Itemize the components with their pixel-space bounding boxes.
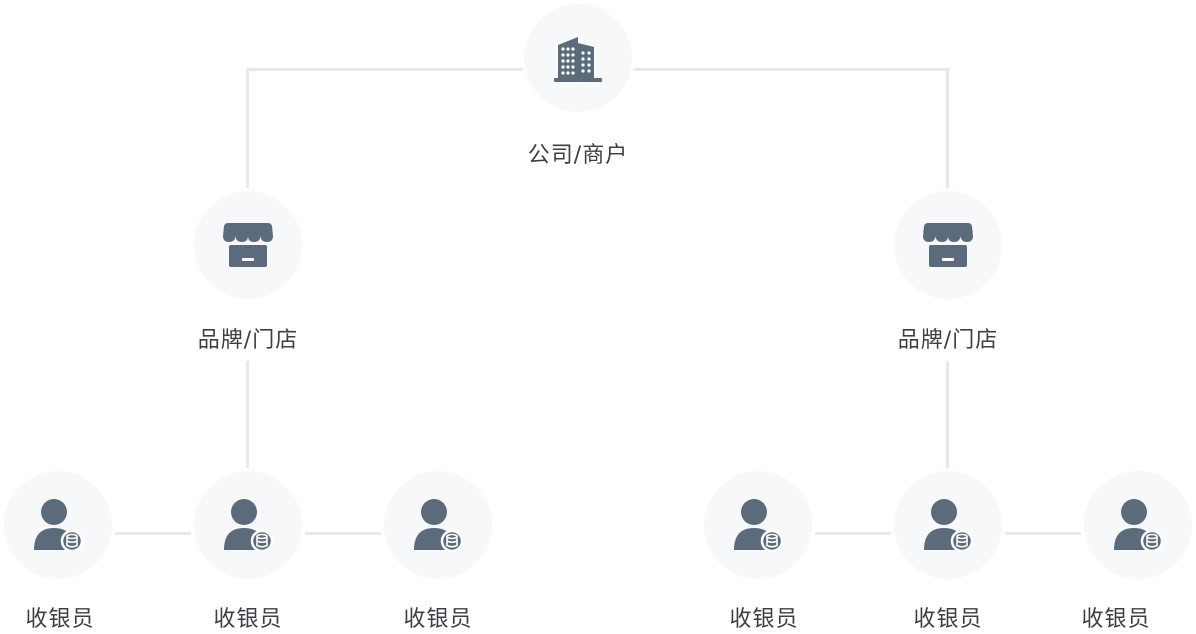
cashier-user-icon [222, 498, 274, 552]
company-label: 公司/商户 [527, 143, 629, 168]
store-label-right: 品牌/门店 [897, 328, 999, 353]
connector-cashier-row-1b [305, 532, 381, 535]
cashier-user-icon [32, 498, 84, 552]
connector-company-left-horizontal [246, 68, 523, 71]
cashier-label-4: 收银员 [729, 607, 799, 632]
company-node [524, 4, 632, 112]
connector-cashier-row-2b [1005, 532, 1081, 535]
cashier-label-2: 收银员 [213, 607, 283, 632]
store-node-left [194, 191, 302, 299]
store-label-left: 品牌/门店 [197, 328, 299, 353]
connector-cashier-row-1a [115, 532, 191, 535]
cashier-node-6 [1084, 471, 1192, 579]
cashier-node-4 [704, 471, 812, 579]
cashier-user-icon [1112, 498, 1164, 552]
cashier-label-1: 收银员 [25, 607, 95, 632]
cashier-user-icon [732, 498, 784, 552]
cashier-label-3: 收银员 [403, 607, 473, 632]
storefront-icon [222, 222, 274, 268]
storefront-icon [922, 222, 974, 268]
connector-left-store-vertical [246, 68, 249, 188]
connector-right-store-vertical [946, 68, 949, 188]
cashier-user-icon [412, 498, 464, 552]
cashier-node-3 [384, 471, 492, 579]
cashier-node-1 [4, 471, 112, 579]
connector-left-store-to-cashier [246, 361, 249, 468]
connector-right-store-to-cashier [946, 361, 949, 468]
cashier-label-5: 收银员 [913, 607, 983, 632]
cashier-user-icon [922, 498, 974, 552]
connector-company-right-horizontal [634, 68, 950, 71]
cashier-node-5 [894, 471, 1002, 579]
store-node-right [894, 191, 1002, 299]
cashier-node-2 [194, 471, 302, 579]
connector-cashier-row-2a [815, 532, 891, 535]
cashier-label-6: 收银员 [1081, 607, 1151, 632]
building-icon [554, 33, 602, 83]
